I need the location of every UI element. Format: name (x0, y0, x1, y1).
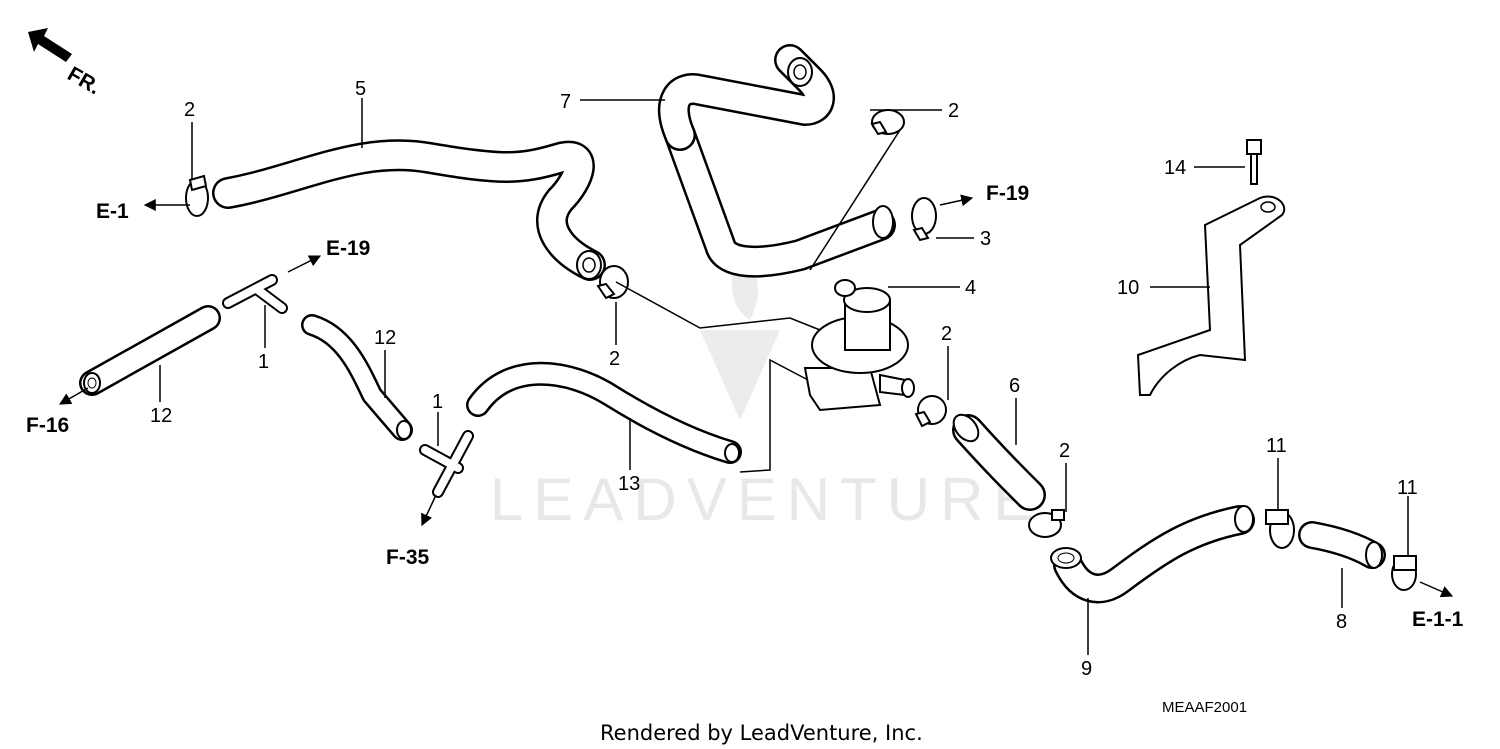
callout-4: 4 (965, 277, 976, 299)
hose-band-11-right (1391, 555, 1417, 591)
callout-2: 2 (1059, 440, 1070, 462)
callout-13: 13 (618, 473, 640, 495)
front-direction-arrow: FR. (28, 28, 104, 99)
callout-12: 12 (374, 327, 396, 349)
callout-2: 2 (184, 99, 195, 121)
callout-2: 2 (609, 348, 620, 370)
callout-9: 9 (1081, 658, 1092, 680)
callout-1: 1 (432, 391, 443, 413)
leader-lines (58, 98, 1454, 655)
clip-2-center (596, 265, 629, 300)
callout-7: 7 (560, 91, 571, 113)
air-injection-valve-4 (803, 279, 915, 412)
callout-11: 11 (1266, 435, 1287, 457)
hose-12-curved (301, 314, 413, 441)
clip-3 (911, 197, 937, 242)
clip-2-left (185, 174, 209, 217)
bolt-14 (1246, 139, 1262, 185)
hose-9 (1050, 505, 1255, 604)
ref-e-1-1: E-1-1 (1412, 608, 1464, 631)
hose-13 (466, 361, 742, 464)
watermark-text: LEADVENTURE (490, 466, 1043, 533)
diagram-code: MEAAF2001 (1162, 699, 1247, 716)
callout-14: 14 (1164, 157, 1186, 179)
hose-7 (658, 44, 896, 278)
callout-8: 8 (1336, 611, 1347, 633)
callout-5: 5 (355, 78, 366, 100)
front-label: FR. (64, 62, 105, 99)
ref-f-19: F-19 (986, 182, 1029, 205)
callout-6: 6 (1009, 375, 1020, 397)
ref-f-35: F-35 (386, 546, 430, 569)
callout-2: 2 (941, 323, 952, 345)
callout-10: 10 (1117, 277, 1139, 299)
clip-2-lower (1028, 509, 1065, 538)
bracket-10 (1136, 195, 1286, 396)
hose-8 (1298, 521, 1386, 569)
ref-f-16: F-16 (26, 414, 69, 437)
callout-12: 12 (150, 405, 172, 427)
t-joint-1-upper (222, 274, 288, 314)
section-references: E-1 E-19 F-19 F-16 F-35 E-1-1 (26, 182, 1464, 631)
hose-band-11-left (1265, 509, 1295, 549)
hose-5 (212, 139, 606, 281)
hose-6 (952, 413, 1046, 511)
callout-numbers: 2 5 7 2 3 4 2 2 6 2 11 11 8 9 10 14 13 1… (150, 78, 1418, 680)
t-joint-1-lower (419, 430, 474, 498)
clip-2-valve (914, 395, 947, 428)
hose-12-straight (79, 305, 221, 396)
ref-e-1: E-1 (96, 200, 129, 223)
callout-2: 2 (948, 100, 959, 122)
footer-credit: Rendered by LeadVenture, Inc. (600, 721, 923, 745)
watermark: LEADVENTURE (490, 250, 1043, 533)
callout-1: 1 (258, 351, 269, 373)
ref-e-19: E-19 (326, 237, 370, 260)
callout-11: 11 (1397, 477, 1418, 499)
callout-3: 3 (980, 228, 991, 250)
